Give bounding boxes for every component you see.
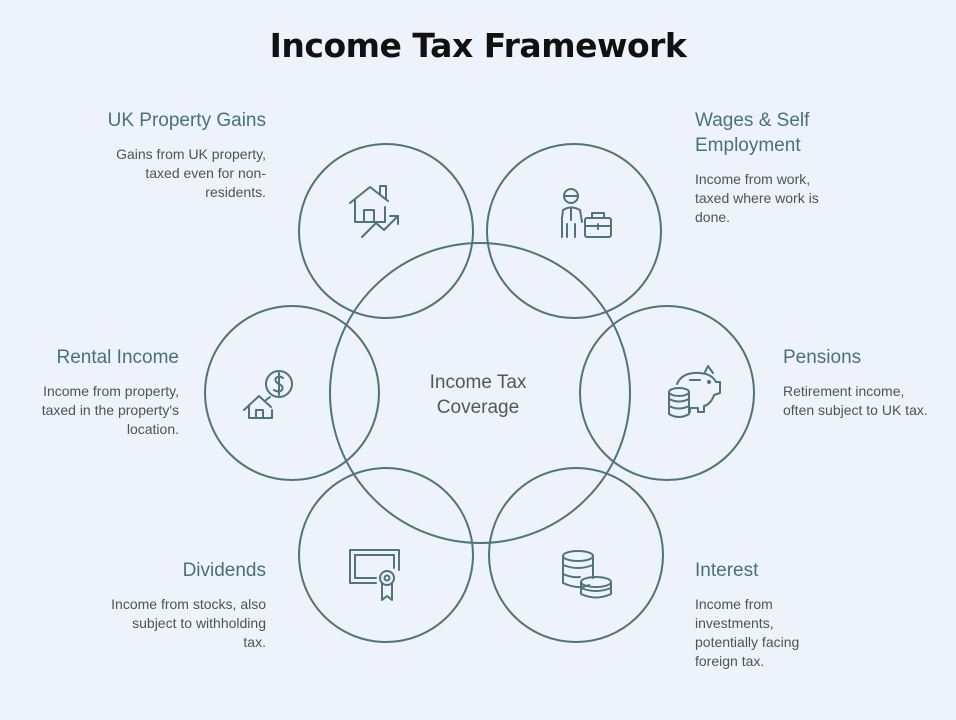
circle-pensions [579,305,755,481]
item-rental-income: Rental Income Income from property, taxe… [24,345,179,439]
item-description: Gains from UK property, taxed even for n… [116,146,266,200]
item-description: Income from investments, potentially fac… [695,596,800,669]
piggy-bank-icon [668,365,721,418]
page-title: Income Tax Framework [269,26,687,65]
item-heading: UK Property Gains [107,110,266,131]
item-heading: Pensions [783,347,862,368]
coins-icon [562,550,612,599]
circle-dividends [298,467,474,643]
circle-property-gains [298,143,474,319]
item-pensions: Pensions Retirement income, often subjec… [783,345,933,420]
item-uk-property-gains: UK Property Gains Gains from UK property… [96,108,266,202]
circle-wages [486,143,662,319]
center-label: Income Tax Coverage [429,372,527,418]
item-dividends: Dividends Income from stocks, also subje… [111,558,266,652]
item-interest: Interest Income from investments, potent… [695,558,830,671]
house-growth-icon [349,185,399,238]
circle-interest [488,467,664,643]
item-heading: Dividends [182,560,266,581]
item-description: Income from stocks, also subject to with… [111,596,266,650]
item-description: Income from property, taxed in the prope… [41,383,179,437]
circle-rental [204,305,380,481]
worker-briefcase-icon [561,188,612,238]
item-heading: Wages & Self Employment [695,110,810,156]
house-dollar-icon [243,370,293,419]
certificate-icon [349,549,400,601]
item-wages-self-employment: Wages & Self Employment Income from work… [695,108,845,227]
item-description: Income from work, taxed where work is do… [695,171,819,225]
item-heading: Rental Income [56,347,179,368]
item-heading: Interest [695,560,759,581]
circle-center [329,242,631,544]
item-description: Retirement income, often subject to UK t… [783,383,928,418]
